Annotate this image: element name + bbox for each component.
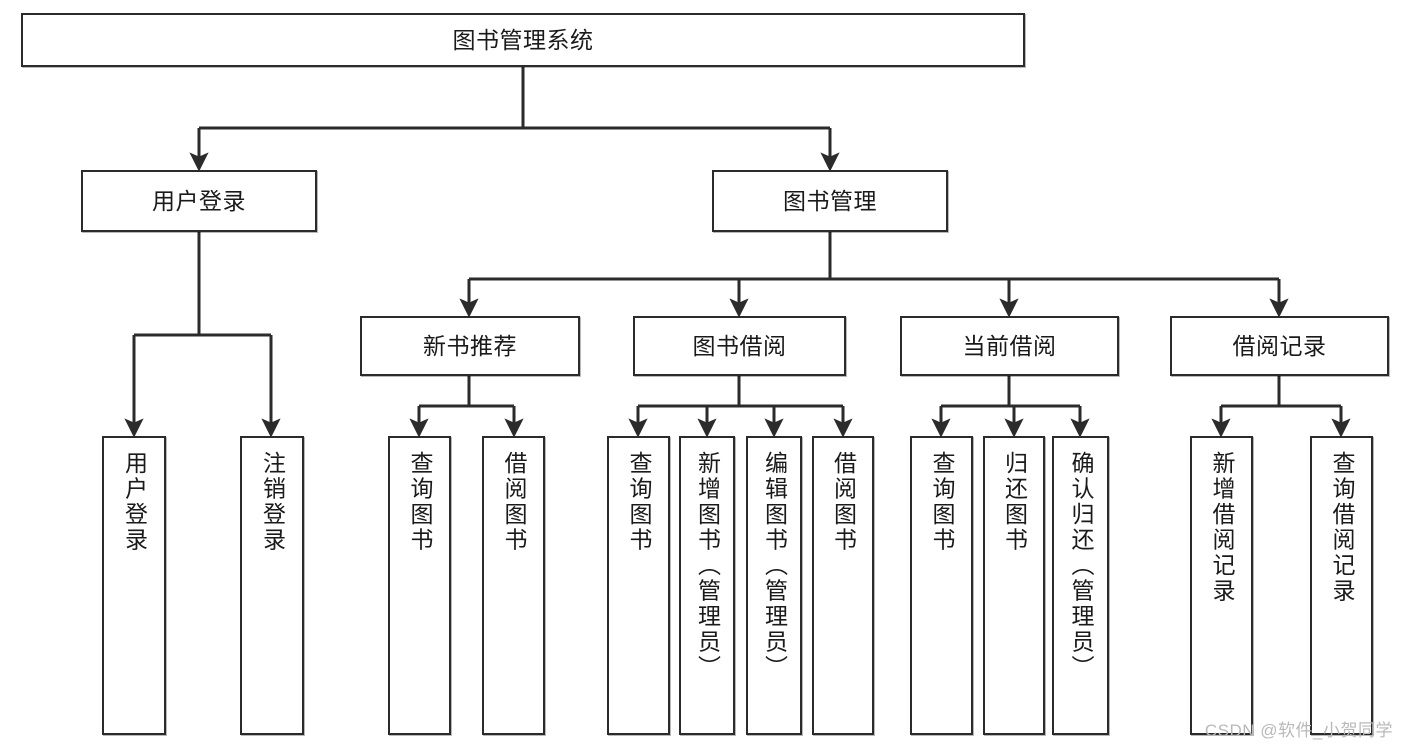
watermark-text: CSDN @软件_小贺同学 — [1204, 721, 1393, 740]
node-leaf-add-book[interactable]: 新增图书（管理员） — [679, 436, 735, 735]
node-label: 归还图书 — [1001, 451, 1028, 553]
node-label: 编辑图书（管理员） — [761, 451, 788, 681]
node-leaf-query-book-2[interactable]: 查询图书 — [607, 436, 670, 735]
node-leaf-user-login[interactable]: 用户登录 — [102, 436, 166, 735]
node-label: 当前借阅 — [962, 332, 1057, 359]
node-new-book-recommend[interactable]: 新书推荐 — [360, 316, 580, 376]
node-book-borrow[interactable]: 图书借阅 — [633, 316, 846, 376]
node-label: 用户登录 — [121, 451, 148, 553]
node-label: 注销登录 — [259, 451, 286, 553]
node-label: 图书管理 — [783, 187, 877, 214]
node-label: 查询借阅记录 — [1329, 451, 1355, 604]
node-borrow-record[interactable]: 借阅记录 — [1170, 316, 1389, 376]
node-leaf-query-record[interactable]: 查询借阅记录 — [1310, 436, 1373, 735]
node-root-system[interactable]: 图书管理系统 — [21, 13, 1025, 67]
node-book-manage[interactable]: 图书管理 — [712, 170, 948, 232]
node-label: 用户登录 — [152, 187, 246, 214]
node-leaf-add-record[interactable]: 新增借阅记录 — [1190, 436, 1253, 735]
node-label: 借阅图书 — [830, 451, 857, 553]
node-label: 新增借阅记录 — [1209, 451, 1235, 604]
node-leaf-confirm-return[interactable]: 确认归还（管理员） — [1052, 436, 1109, 735]
node-label: 图书管理系统 — [452, 26, 594, 53]
node-label: 查询图书 — [626, 451, 652, 553]
node-label: 确认归还（管理员） — [1068, 451, 1094, 681]
node-leaf-return-book[interactable]: 归还图书 — [983, 436, 1045, 735]
node-label: 查询图书 — [407, 451, 433, 553]
node-leaf-borrow-book-2[interactable]: 借阅图书 — [812, 436, 874, 735]
node-current-borrow[interactable]: 当前借阅 — [900, 316, 1119, 376]
node-user-login[interactable]: 用户登录 — [81, 170, 317, 232]
node-leaf-logout[interactable]: 注销登录 — [240, 436, 304, 735]
node-label: 新增图书（管理员） — [694, 451, 721, 681]
node-leaf-edit-book[interactable]: 编辑图书（管理员） — [746, 436, 802, 735]
node-leaf-query-book-3[interactable]: 查询图书 — [910, 436, 973, 735]
node-leaf-query-book-1[interactable]: 查询图书 — [388, 436, 451, 735]
node-label: 借阅图书 — [501, 451, 527, 553]
node-label: 借阅记录 — [1232, 332, 1327, 359]
node-label: 新书推荐 — [423, 332, 517, 359]
node-leaf-borrow-book-1[interactable]: 借阅图书 — [482, 436, 545, 735]
node-label: 查询图书 — [929, 451, 955, 553]
node-label: 图书借阅 — [692, 332, 787, 359]
